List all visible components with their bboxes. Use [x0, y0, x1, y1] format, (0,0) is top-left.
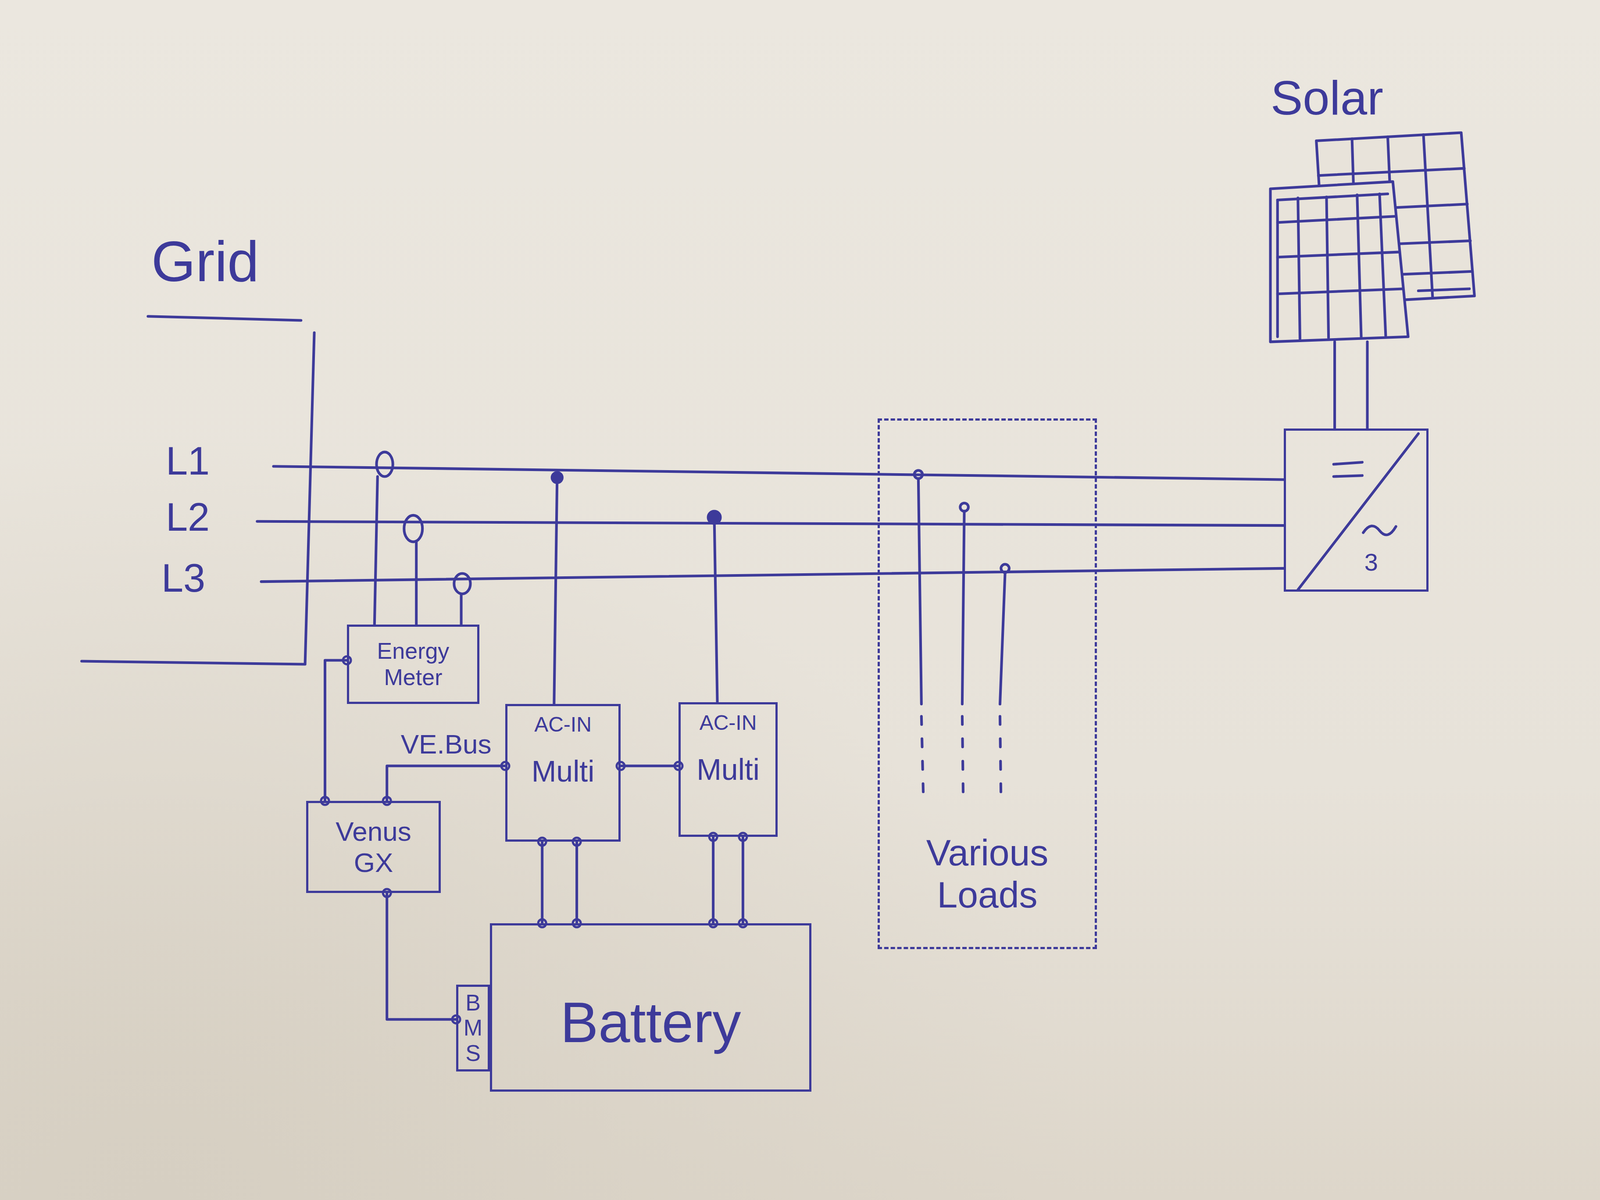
tap-wire [553, 477, 558, 704]
pv-inverter-box-text: 3 [1364, 548, 1379, 577]
terminal-dot [538, 837, 547, 846]
terminal-dot [709, 832, 718, 841]
wire [386, 765, 506, 801]
battery-box-text: Battery [560, 989, 742, 1056]
panel-frame [1276, 200, 1279, 337]
gx-box-text: Venus GX [312, 815, 435, 879]
tap-wire [962, 511, 965, 705]
ct-lead [374, 476, 378, 625]
phase-wire [257, 521, 1284, 526]
wire [325, 660, 347, 801]
bracket-line [147, 316, 301, 321]
ct-ring [403, 515, 423, 542]
battery-box: Battery [489, 923, 812, 1092]
junction-dot [552, 472, 563, 483]
pv-inverter-box: 3 [1283, 428, 1429, 592]
tap-wire-dashed [1000, 716, 1001, 801]
tap-wire [714, 517, 718, 703]
tap-wire-dashed [962, 716, 964, 801]
inverter-charger-box: AC-IN Multi [678, 702, 778, 837]
phase-label: L2 [165, 494, 210, 541]
bracket-line [81, 661, 306, 665]
panel-frame [1418, 288, 1470, 291]
inverter-symbol [1297, 433, 1419, 590]
drawing [81, 132, 1475, 801]
loads-region-text: Various Loads [899, 831, 1075, 917]
dc-symbol [1333, 475, 1363, 477]
dc-wire [1333, 341, 1336, 429]
current-clamps [374, 452, 471, 625]
wire [711, 836, 715, 924]
bracket-line [305, 332, 315, 664]
ct-lead [460, 593, 463, 625]
dc-symbol [1333, 462, 1363, 465]
grid-bracket [81, 316, 315, 665]
wire [741, 836, 745, 924]
ct-lead [414, 541, 418, 625]
wire [620, 764, 679, 768]
tap-wire-dashed [921, 716, 924, 801]
meter-box: Energy Meter [346, 624, 480, 704]
panel-frame [1277, 193, 1388, 200]
inverter-charger-box-text: Multi [531, 753, 595, 789]
panel-grid [1277, 216, 1404, 294]
solar-panel-front [1270, 181, 1408, 342]
ct-ring [453, 573, 471, 594]
ct-ring [376, 452, 393, 477]
phase-label: L1 [165, 438, 210, 485]
wire [540, 841, 544, 924]
tap-wire [1000, 572, 1006, 704]
ac-symbol [1363, 525, 1396, 535]
wire [575, 841, 579, 924]
panel-frame [1270, 181, 1408, 342]
bms-box: BMS [456, 984, 490, 1072]
ac-in-taps [552, 472, 721, 704]
inverter-diagonal [1297, 433, 1419, 590]
load-taps [914, 470, 1010, 802]
phase-wire [273, 466, 1284, 480]
terminal-dot [382, 889, 391, 897]
inverter-charger-box-text: AC-IN [534, 712, 592, 737]
gx-box: Venus GX [306, 800, 441, 893]
grid-label: Grid [151, 228, 260, 295]
terminal-dot [616, 761, 625, 770]
tap-wire [918, 478, 922, 704]
terminal-dot [739, 832, 747, 841]
inverter-charger-box-text: AC-IN [699, 710, 758, 735]
solar-label: Solar [1270, 70, 1384, 126]
phase-label: L3 [161, 555, 206, 602]
panel-wires [1334, 341, 1368, 429]
bus-label: VE.Bus [398, 728, 495, 760]
inverter-charger-box-text: Multi [696, 752, 760, 787]
meter-box-text: Energy Meter [353, 638, 473, 691]
dc-wire [1365, 341, 1369, 429]
phase-wire [261, 568, 1284, 582]
terminal-dot [572, 837, 581, 846]
inverter-charger-box: AC-IN Multi [505, 703, 621, 842]
panel-grid [1297, 193, 1386, 339]
wire [386, 892, 457, 1020]
loads-region: Various Loads [877, 418, 1097, 950]
junction-dot [708, 511, 721, 524]
bms-box-text: BMS [461, 990, 485, 1066]
phase-wires [257, 466, 1284, 582]
